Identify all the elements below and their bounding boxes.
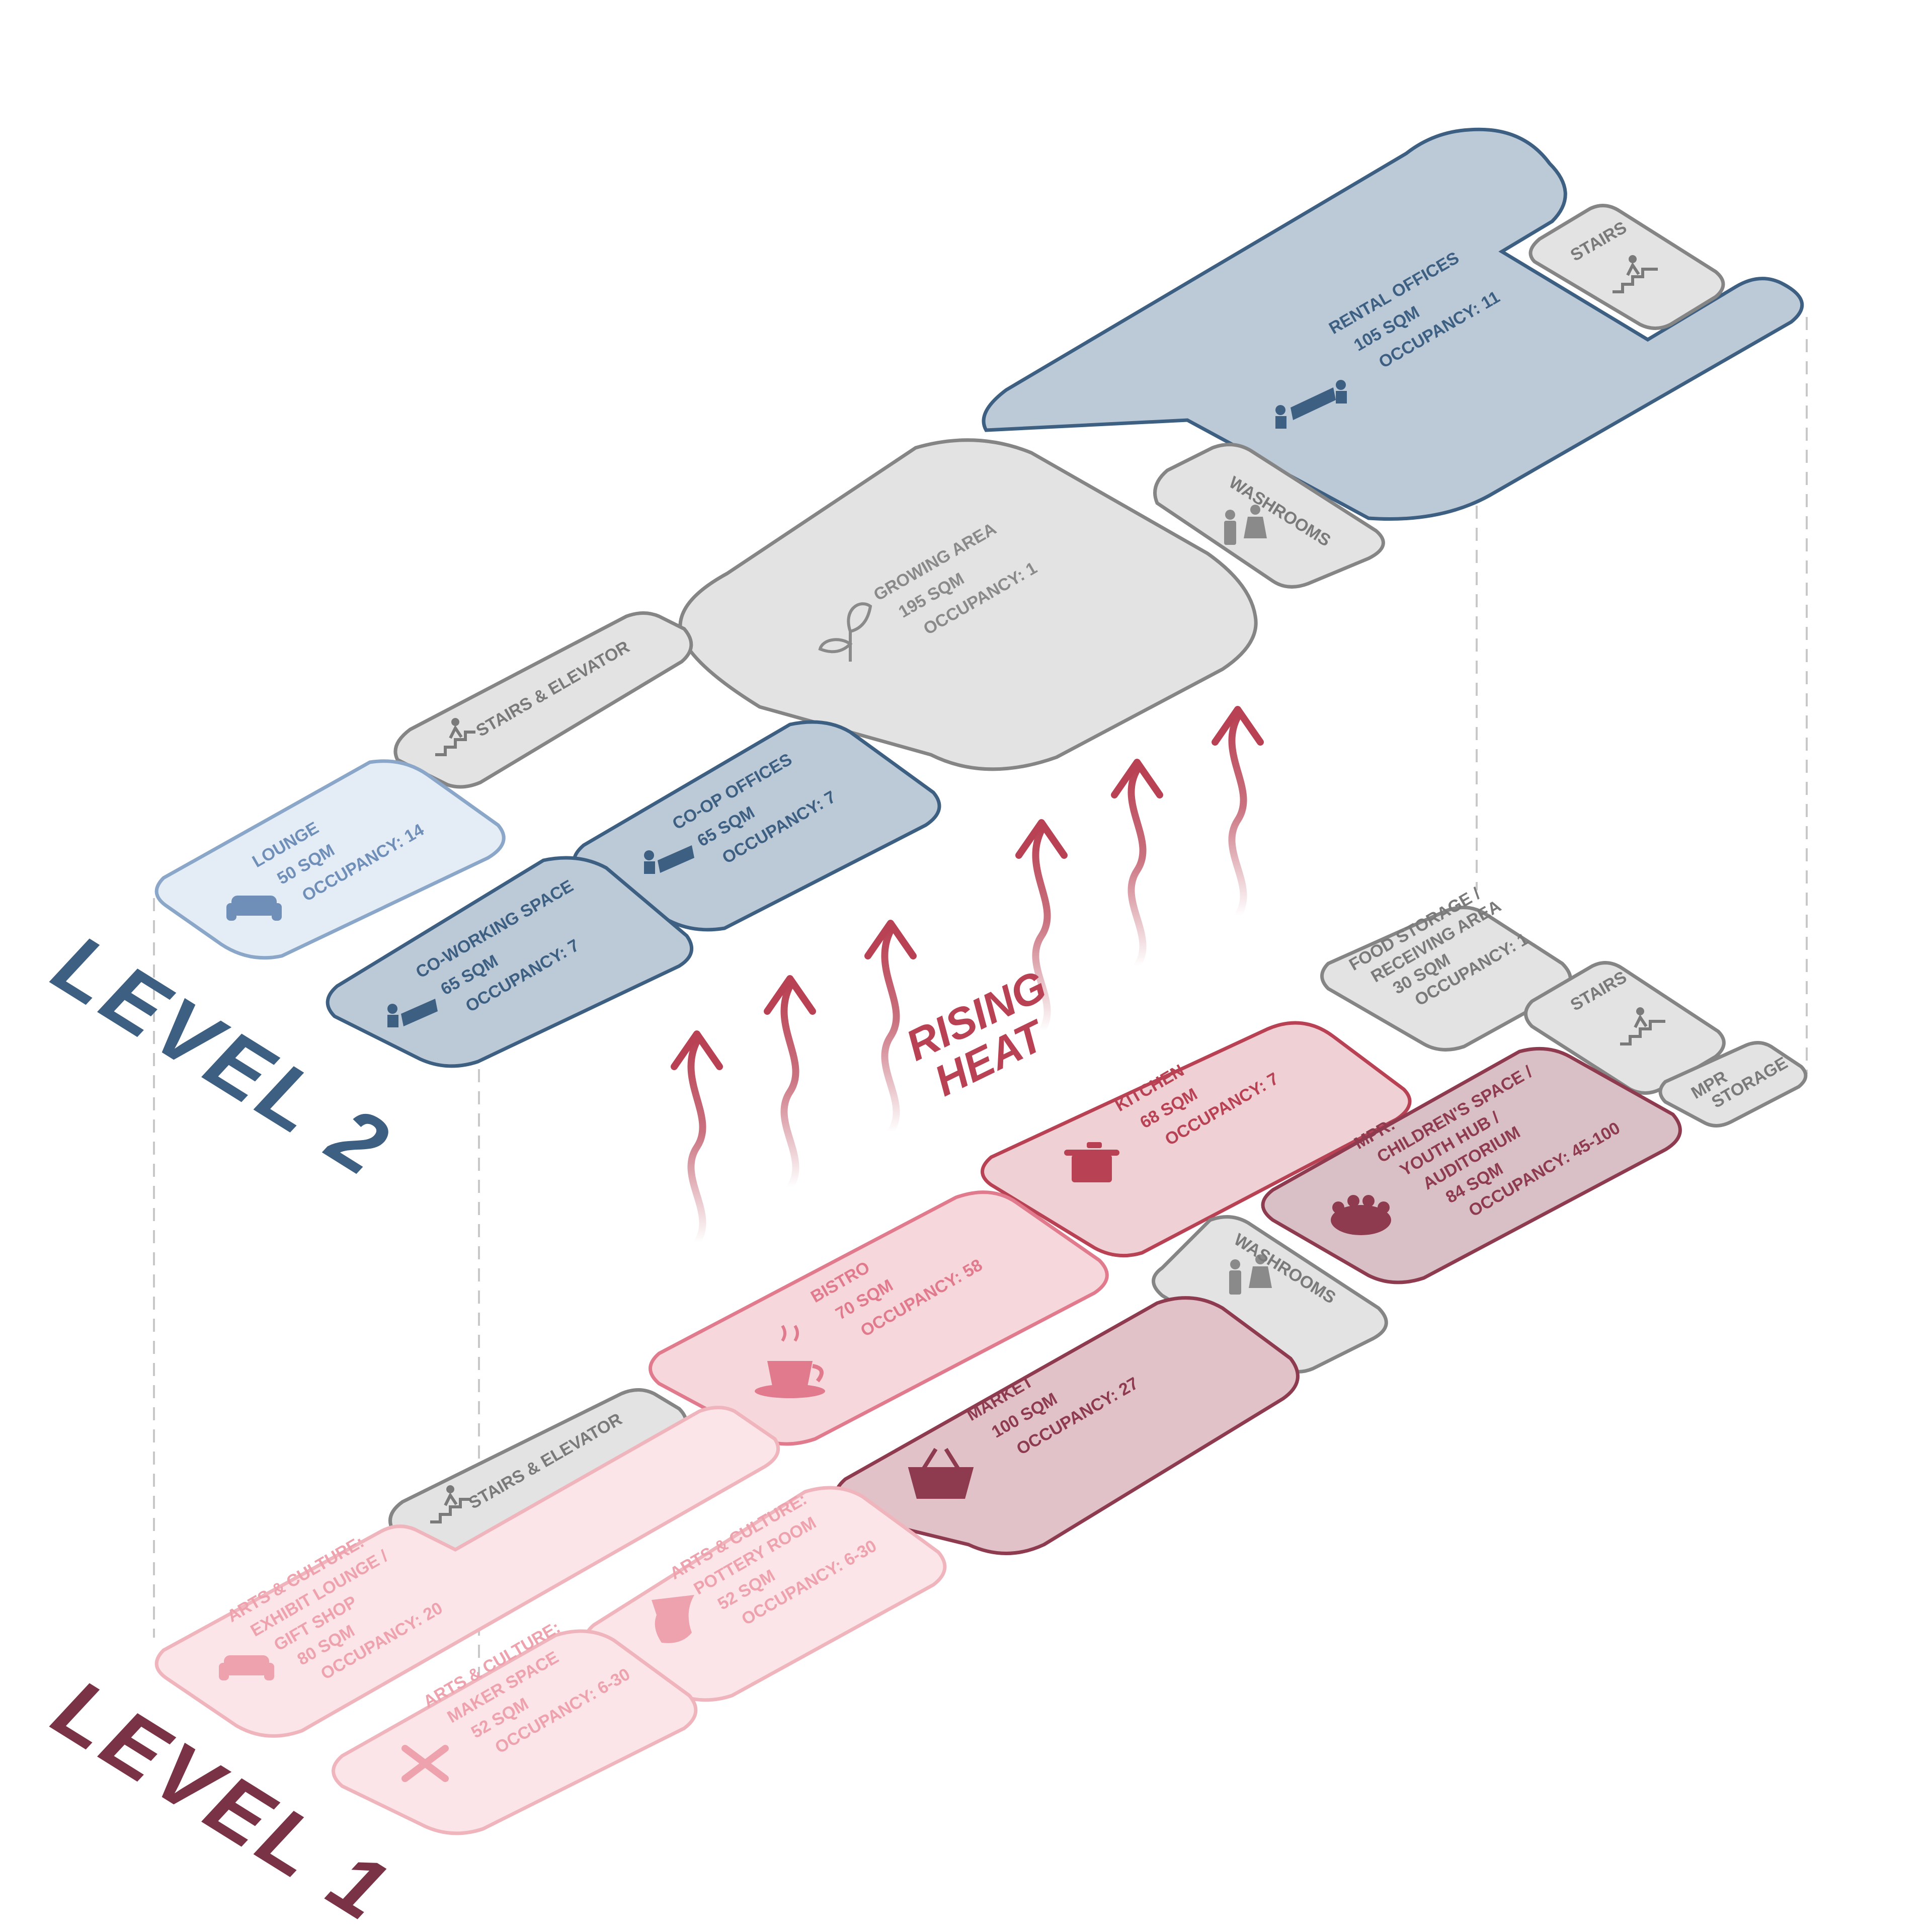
room-rental-offices bbox=[982, 127, 1804, 521]
level-1-floor bbox=[154, 906, 1808, 1835]
room-washrooms-top bbox=[1153, 443, 1385, 589]
level-2-title: LEVEL 2 bbox=[38, 916, 408, 1196]
room-stairs-low bbox=[1524, 961, 1726, 1095]
sofa-icon bbox=[219, 1655, 274, 1680]
heat-arrowheads bbox=[671, 706, 1264, 1070]
stairs-icon bbox=[435, 718, 475, 756]
room-bistro bbox=[649, 1190, 1109, 1446]
stairs-icon bbox=[1620, 1007, 1665, 1045]
coffee-cup-icon bbox=[755, 1325, 825, 1398]
plant-icon bbox=[818, 602, 872, 662]
office-desk-icon bbox=[1275, 380, 1347, 429]
room-washrooms-low bbox=[1152, 1215, 1388, 1374]
washroom-icon bbox=[1229, 1254, 1272, 1295]
room-mpr-storage bbox=[1658, 1041, 1808, 1128]
room-stairs-elevator-top bbox=[393, 611, 693, 789]
stairs-icon bbox=[430, 1485, 470, 1523]
rising-heat-label: RISING HEAT bbox=[899, 961, 1054, 1105]
office-desk-icon bbox=[644, 845, 694, 874]
washroom-icon bbox=[1224, 505, 1267, 545]
tools-icon bbox=[401, 1745, 449, 1782]
vase-icon bbox=[652, 1595, 694, 1643]
group-icon bbox=[1331, 1195, 1391, 1235]
room-exhibit-lounge bbox=[154, 1406, 780, 1738]
stairs-icon bbox=[1613, 255, 1658, 293]
guide-lines bbox=[153, 317, 1808, 1811]
pot-icon bbox=[1064, 1142, 1119, 1182]
office-desk-icon bbox=[387, 999, 438, 1027]
basket-icon bbox=[908, 1447, 974, 1499]
sofa-icon bbox=[226, 896, 282, 921]
room-maker bbox=[332, 1629, 698, 1835]
level-2-floor bbox=[154, 127, 1804, 1068]
icons bbox=[219, 255, 1665, 1782]
room-stairs-top bbox=[1528, 204, 1725, 330]
rising-heat-arrows bbox=[687, 713, 1247, 1246]
